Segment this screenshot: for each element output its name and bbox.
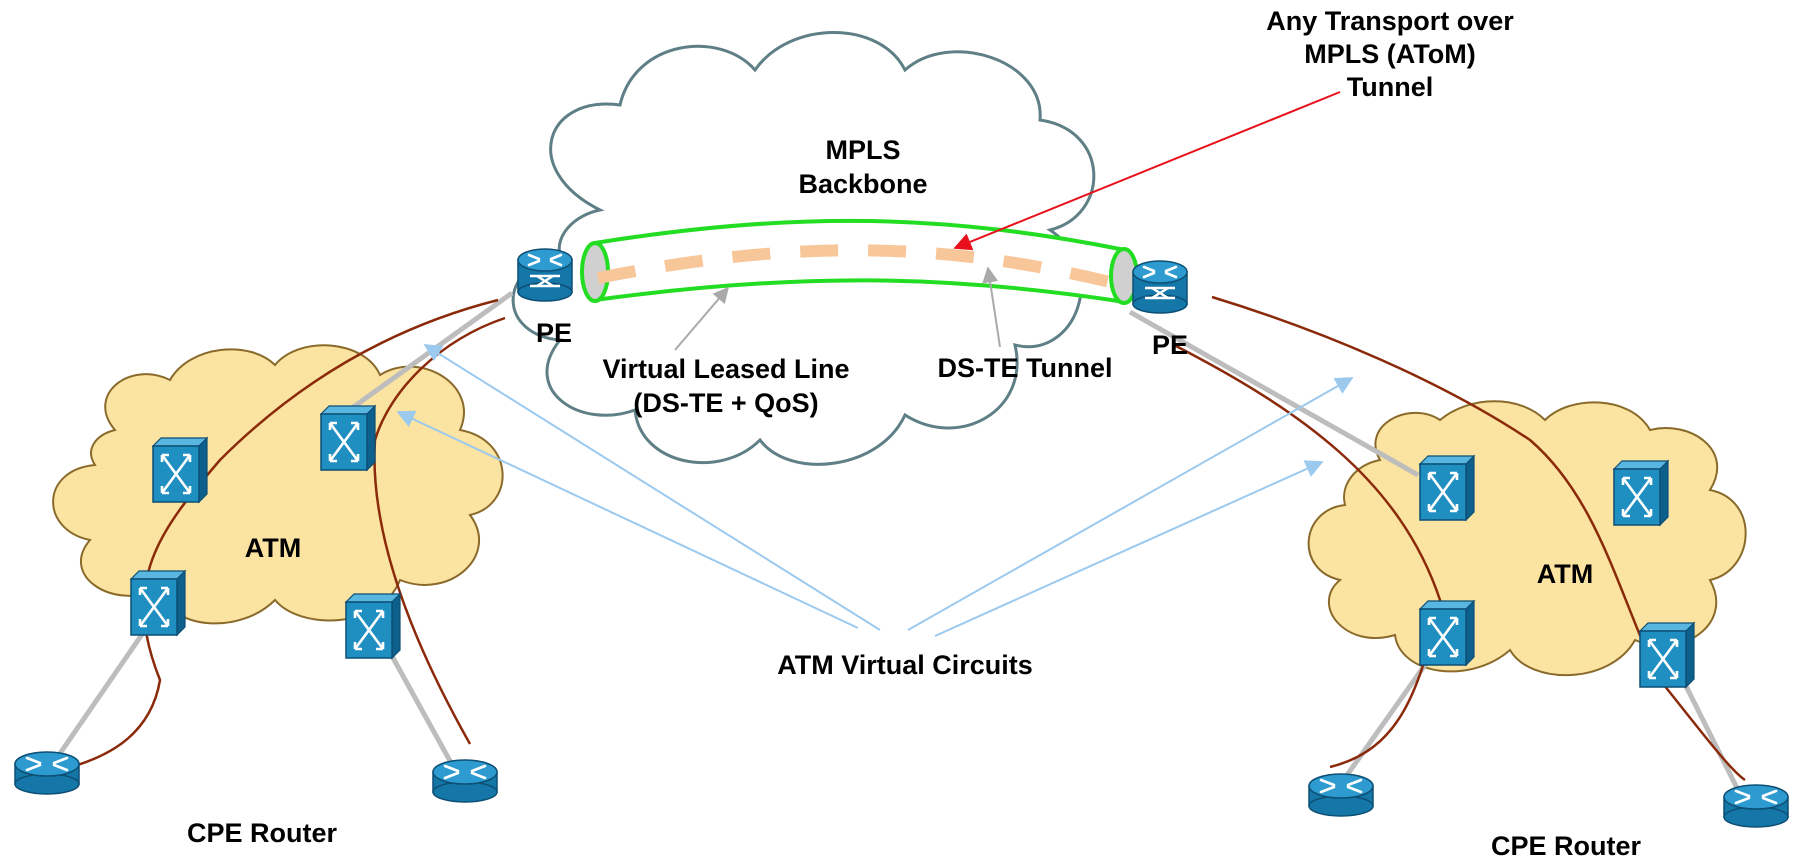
- atm-right-label: ATM: [1537, 559, 1593, 589]
- router-switch-icon[interactable]: [1131, 259, 1189, 315]
- atom-tunnel-dashed-line: [596, 244, 1124, 291]
- atm-switch-icon[interactable]: [1418, 599, 1476, 667]
- atm-switch-icon[interactable]: [319, 404, 377, 472]
- atm-switch-icon[interactable]: [1638, 621, 1696, 689]
- router-switch-icon[interactable]: [516, 247, 574, 303]
- atom-tunnel-label-line1: Any Transport over: [1266, 6, 1514, 36]
- ds-te-pointer-arrow: [982, 266, 1001, 348]
- router-icon[interactable]: [431, 758, 499, 804]
- cpe-router-left-label: CPE Router: [187, 818, 338, 848]
- pe-left-label: PE: [536, 318, 572, 348]
- atm-switch-icon[interactable]: [344, 592, 402, 660]
- atm-switch-icon[interactable]: [151, 436, 209, 504]
- physical-links: [49, 290, 1741, 792]
- atm-left-label: ATM: [245, 533, 301, 563]
- router-icon[interactable]: [13, 750, 81, 796]
- atm-cloud-left: [52, 344, 504, 625]
- router-icon[interactable]: [1722, 783, 1790, 829]
- virtual-leased-line-label-line2: (DS-TE + QoS): [633, 388, 818, 418]
- ds-te-tunnel-label: DS-TE Tunnel: [938, 353, 1113, 383]
- atm-switch-icon[interactable]: [1418, 454, 1476, 522]
- atm-virtual-circuits-label: ATM Virtual Circuits: [777, 650, 1033, 680]
- virtual-leased-line-label-line1: Virtual Leased Line: [602, 354, 849, 384]
- mpls-backbone-label-line1: MPLS: [825, 135, 900, 165]
- atm-virtual-circuit-arrows: [396, 344, 1354, 637]
- pe-right-label: PE: [1152, 330, 1188, 360]
- router-icon[interactable]: [1307, 772, 1375, 818]
- atm-switch-icon[interactable]: [129, 569, 187, 637]
- atom-pointer-arrow: [953, 91, 1341, 251]
- cpe-router-right-label: CPE Router: [1491, 831, 1642, 861]
- mpls-backbone-label-line2: Backbone: [798, 169, 927, 199]
- atom-tunnel-label-line3: Tunnel: [1347, 72, 1433, 102]
- vll-pointer-arrow: [674, 286, 730, 351]
- atom-tunnel-label-line2: MPLS (AToM): [1304, 39, 1475, 69]
- atm-switch-icon[interactable]: [1612, 459, 1670, 527]
